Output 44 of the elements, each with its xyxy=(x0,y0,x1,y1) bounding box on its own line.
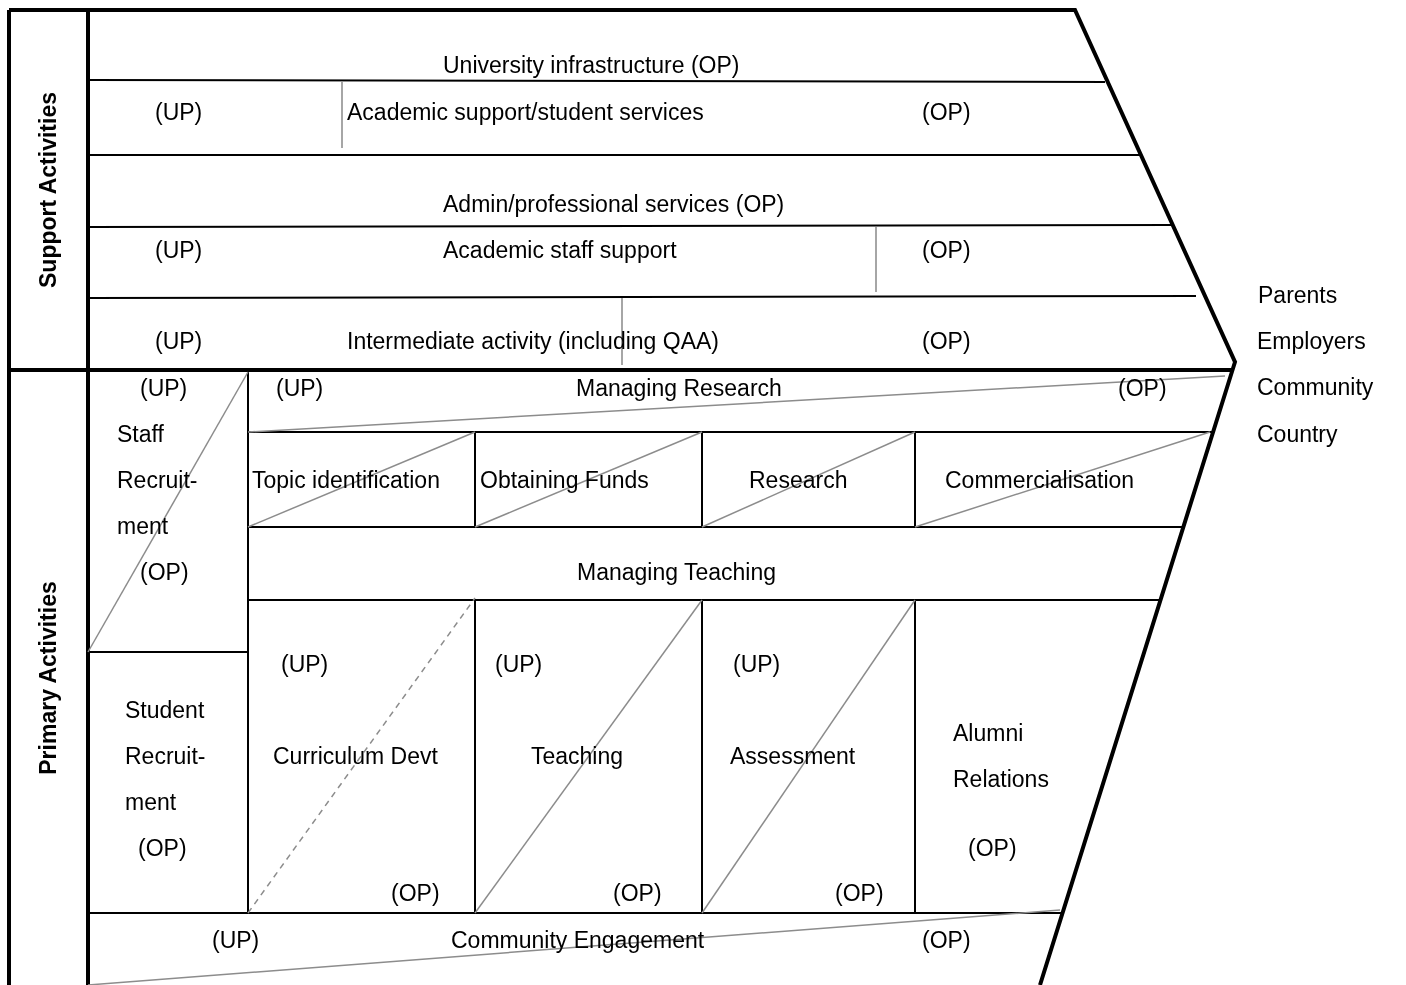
activity-label: Managing Research xyxy=(576,374,782,402)
scope-tag: (OP) xyxy=(922,236,971,264)
scope-tag: (UP) xyxy=(155,98,203,126)
activity-label: Managing Teaching xyxy=(577,558,777,586)
scope-tag: (OP) xyxy=(138,834,187,862)
scope-tag: (OP) xyxy=(922,327,971,355)
activity-label: Intermediate activity (including QAA) xyxy=(347,327,719,355)
scope-tag: (OP) xyxy=(391,879,440,907)
activity-label: Alumni Relations xyxy=(953,719,1050,794)
activity-label: Research xyxy=(749,466,848,494)
scope-tag: (UP) xyxy=(495,650,543,678)
scope-tag: (OP) xyxy=(613,879,662,907)
stakeholder-label: Country xyxy=(1257,420,1338,448)
activity-label: Assessment xyxy=(730,742,856,770)
scope-tag: (OP) xyxy=(835,879,884,907)
activity-label: Academic support/student services xyxy=(347,98,704,126)
activity-label: Teaching xyxy=(531,742,624,770)
activity-label: Curriculum Devt xyxy=(273,742,438,770)
activity-label: Obtaining Funds xyxy=(480,466,649,494)
stakeholder-label: Employers xyxy=(1257,327,1366,355)
activity-label: Academic staff support xyxy=(443,236,677,264)
activity-label: Admin/professional services (OP) xyxy=(443,190,785,218)
section-heading: Support Activities xyxy=(34,92,62,288)
activity-label: University infrastructure (OP) xyxy=(443,51,740,79)
scope-tag: (OP) xyxy=(1118,374,1167,402)
scope-tag: (UP) xyxy=(733,650,781,678)
scope-tag: (UP) xyxy=(155,236,203,264)
scope-tag: (OP) xyxy=(922,98,971,126)
scope-tag: (UP) xyxy=(212,926,260,954)
scope-tag: (UP) xyxy=(140,374,188,402)
scope-tag: (UP) xyxy=(276,374,324,402)
scope-tag: (UP) xyxy=(281,650,329,678)
scope-tag: (OP) xyxy=(968,834,1017,862)
activity-label: Staff Recruit- ment xyxy=(117,420,199,541)
section-heading: Primary Activities xyxy=(34,580,62,775)
activity-label: Student Recruit- ment xyxy=(125,696,207,817)
scope-tag: (OP) xyxy=(140,558,189,586)
stakeholder-label: Parents xyxy=(1258,281,1338,309)
activity-label: Topic identification xyxy=(252,466,440,494)
scope-tag: (UP) xyxy=(155,327,203,355)
activity-label: Community Engagement xyxy=(451,926,705,954)
activity-label: Commercialisation xyxy=(945,466,1135,494)
stakeholder-label: Community xyxy=(1257,373,1374,401)
scope-tag: (OP) xyxy=(922,926,971,954)
